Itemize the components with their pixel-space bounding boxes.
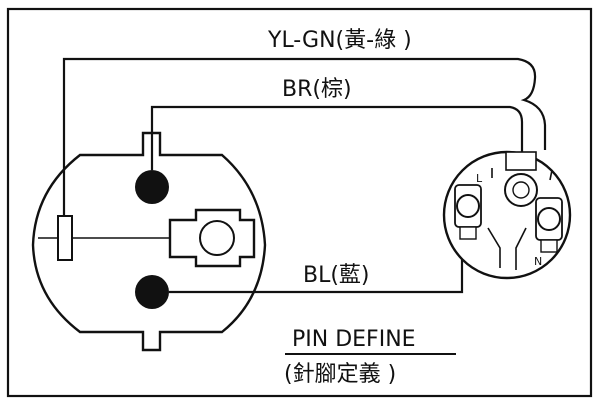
center-key-hole xyxy=(199,220,235,256)
wire-blue xyxy=(169,255,464,294)
connector-mark-n: N xyxy=(534,255,542,268)
pin-blue xyxy=(135,275,169,309)
pin-brown xyxy=(135,170,169,204)
terminal-live xyxy=(456,194,480,218)
label-blue: BL(藍) xyxy=(303,263,370,288)
title-main: PIN DEFINE xyxy=(292,327,416,352)
label-yellow-green: YL-GN(黃-綠 ) xyxy=(267,28,412,53)
diagram-frame xyxy=(6,7,593,398)
plug-face xyxy=(31,131,267,352)
wire-yellow-green xyxy=(62,57,547,216)
socket-connector: L N xyxy=(442,150,572,280)
terminal-neutral xyxy=(537,207,561,231)
label-brown: BR(棕) xyxy=(282,77,352,102)
earth-slot xyxy=(57,215,73,261)
terminal-earth xyxy=(504,173,538,207)
title-sub: (針腳定義 ) xyxy=(284,362,396,387)
connector-mark-l: L xyxy=(476,172,483,185)
wire-brown xyxy=(150,105,524,170)
